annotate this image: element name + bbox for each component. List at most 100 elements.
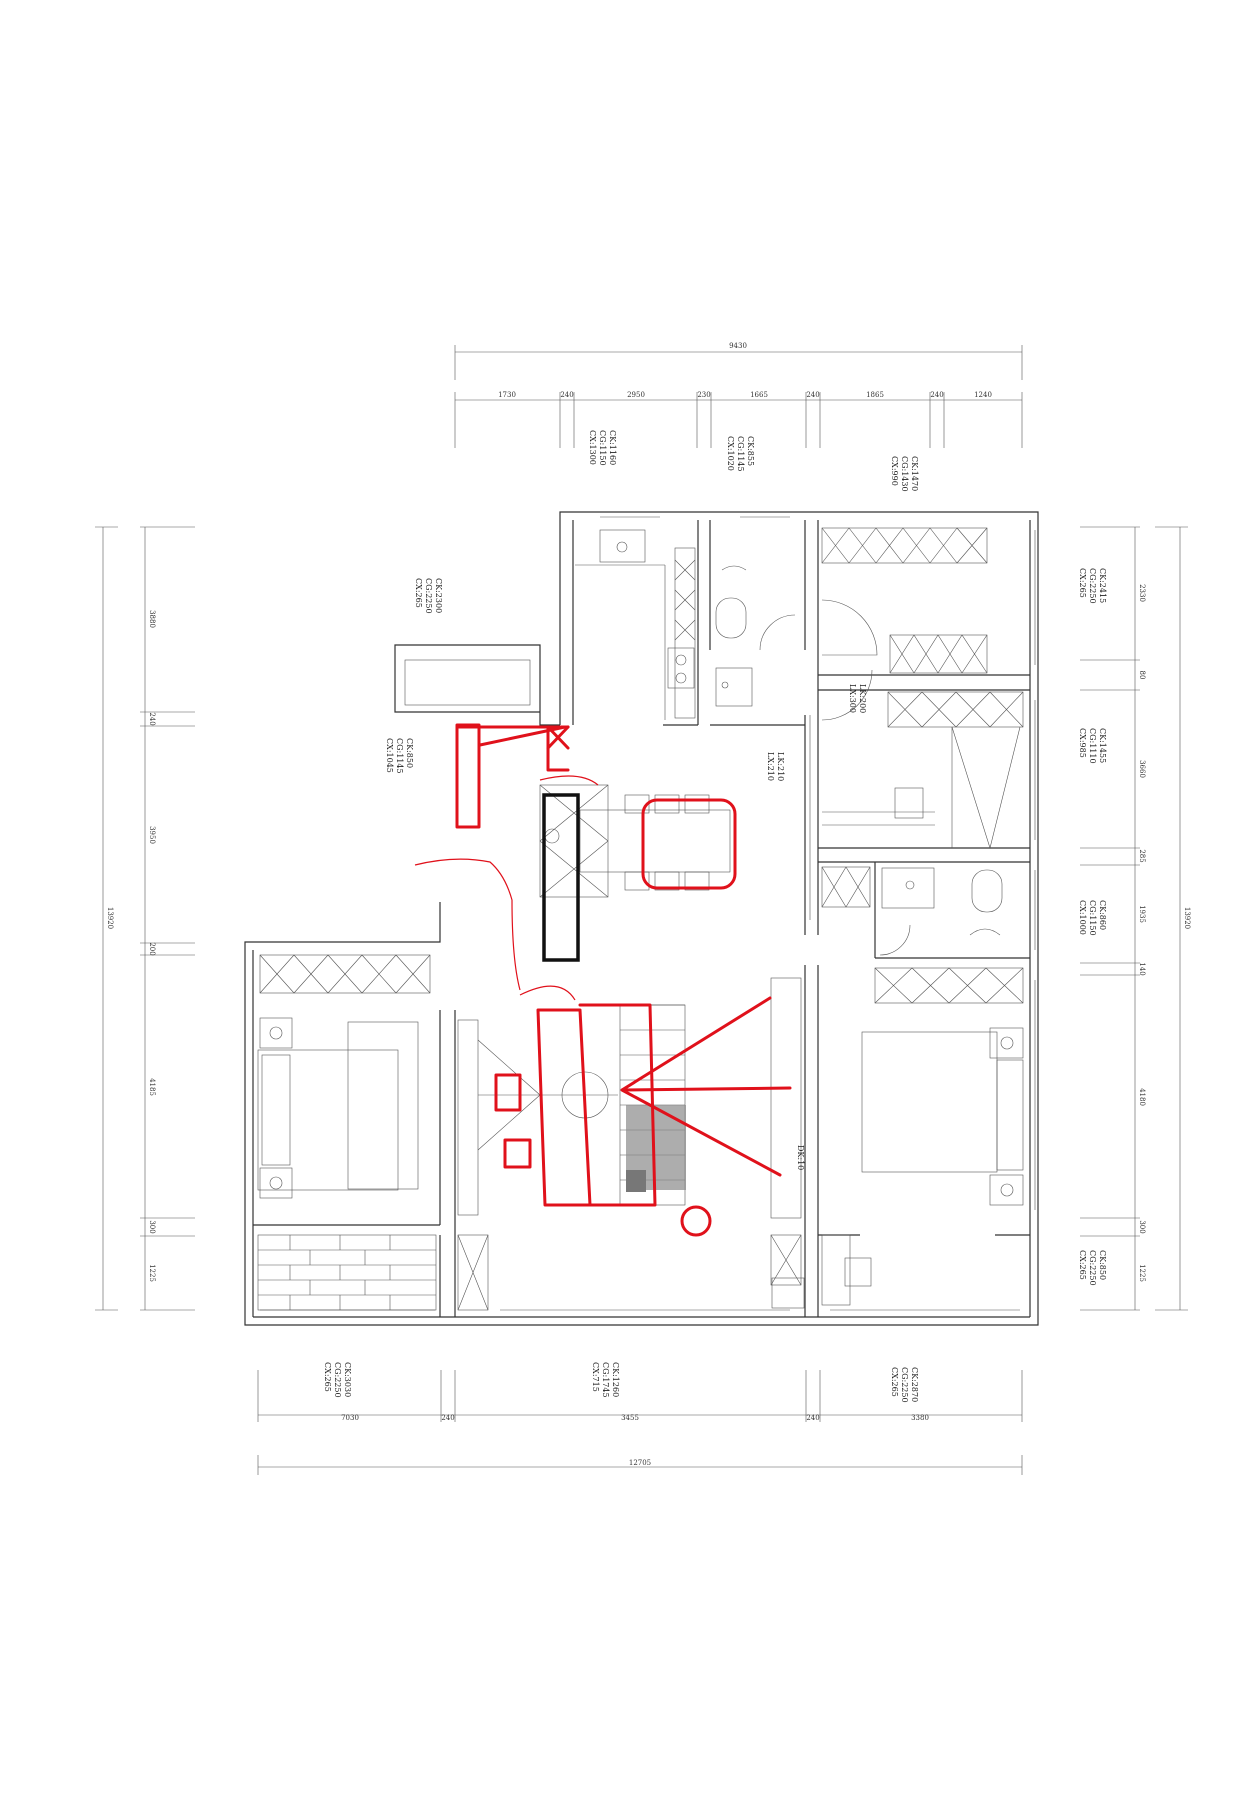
- label-bath-top: CK:855 CG:1145 CX:1020: [726, 436, 755, 472]
- svg-text:CX:990: CX:990: [890, 456, 899, 486]
- right-seg-7: 4180: [1138, 1088, 1146, 1106]
- left-seg-6: 300: [148, 1220, 156, 1233]
- right-seg-9: 1225: [1138, 1264, 1146, 1282]
- left-seg-7: 1225: [148, 1264, 156, 1282]
- svg-text:CG:2250: CG:2250: [424, 578, 433, 614]
- svg-text:CX:985: CX:985: [1078, 728, 1087, 758]
- svg-text:CX:265: CX:265: [1078, 568, 1087, 598]
- svg-text:CK:2415: CK:2415: [1098, 568, 1107, 603]
- svg-text:LX:300: LX:300: [848, 684, 857, 713]
- label-balcony-left: CK:2300 CG:2250 CX:265: [414, 578, 443, 614]
- svg-text:CX:265: CX:265: [323, 1362, 332, 1392]
- svg-text:CG:2250: CG:2250: [333, 1362, 342, 1398]
- svg-text:CG:1150: CG:1150: [1088, 900, 1097, 936]
- svg-text:CG:1145: CG:1145: [395, 738, 404, 774]
- bottom-seg-5: 3380: [911, 1414, 929, 1422]
- top-dimension-total: 9430: [454, 342, 1023, 380]
- right-seg-4: 285: [1138, 849, 1146, 862]
- dining-area: [404, 659, 811, 920]
- markup-chair-2: [503, 1138, 532, 1169]
- svg-text:CG:2250: CG:2250: [1088, 1250, 1097, 1286]
- svg-text:CG:2250: CG:2250: [1088, 568, 1097, 604]
- bottom-dimension-chain: 7030 240 3455 240 3380: [257, 1370, 1023, 1422]
- bedroom-left: [257, 954, 437, 1311]
- bottom-dimension-total: 12705: [257, 1455, 1023, 1475]
- living-room: DK:10: [457, 977, 805, 1311]
- top-dimension-chain: 1730 240 2950 230 1665 240 1865 240 1240: [454, 391, 1023, 448]
- label-bedroom-top: CK:1470 CG:1430 CX:990: [890, 456, 919, 492]
- svg-text:LK:210: LK:210: [776, 752, 785, 781]
- svg-text:CK:850: CK:850: [405, 738, 414, 768]
- wardrobe-top: [821, 527, 988, 721]
- bathroom-right: [821, 866, 1003, 956]
- svg-text:CX:1300: CX:1300: [588, 430, 597, 465]
- markup-counter-lines: [455, 725, 570, 772]
- right-mid-room: [822, 691, 1024, 850]
- right-seg-3: 3660: [1138, 760, 1146, 778]
- top-seg-9: 1240: [974, 391, 992, 399]
- svg-text:CK:1470: CK:1470: [910, 456, 919, 491]
- walls: [244, 511, 1039, 1326]
- left-seg-3: 3950: [148, 826, 156, 844]
- svg-text:CG:1145: CG:1145: [736, 436, 745, 472]
- right-total-label: 13920: [1183, 907, 1191, 929]
- markup-scribble-2: [539, 775, 599, 786]
- top-seg-5: 1665: [750, 391, 768, 399]
- label-right-top: CK:2415 CG:2250 CX:265: [1078, 568, 1107, 604]
- svg-text:CK:1160: CK:1160: [608, 430, 617, 465]
- svg-text:CG:1430: CG:1430: [900, 456, 909, 492]
- left-seg-4: 200: [148, 942, 156, 955]
- svg-text:CX:265: CX:265: [1078, 1250, 1087, 1280]
- bottom-seg-1: 7030: [341, 1414, 359, 1422]
- right-dimension-total: 13920: [1155, 526, 1191, 1311]
- label-kitchen-top: CK:1160 CG:1150 CX:1300: [588, 430, 617, 466]
- tv-wall-label: DK:10: [796, 1145, 805, 1170]
- svg-text:CK:1260: CK:1260: [611, 1362, 620, 1397]
- top-seg-7: 1865: [866, 391, 884, 399]
- bottom-seg-3: 3455: [621, 1414, 639, 1422]
- markup-chair-1: [494, 1073, 522, 1112]
- svg-text:CK:855: CK:855: [746, 436, 755, 466]
- markup-circle: [680, 1205, 712, 1237]
- bedroom-right: [821, 967, 1024, 1306]
- top-seg-3: 2950: [627, 391, 645, 399]
- label-hall-door: LK:210 LX:210: [766, 752, 785, 781]
- markup-arrow: [620, 996, 792, 1177]
- top-seg-2: 240: [560, 391, 573, 399]
- svg-text:CX:1000: CX:1000: [1078, 900, 1087, 935]
- svg-text:CG:1110: CG:1110: [1088, 728, 1097, 764]
- bottom-total-label: 12705: [629, 1459, 651, 1467]
- label-bedroom-door: LK:200 LX:300: [848, 684, 867, 713]
- svg-text:CX:265: CX:265: [414, 578, 423, 608]
- right-seg-8: 300: [1138, 1220, 1146, 1233]
- label-right-bath: CK:860 CG:1150 CX:1000: [1078, 900, 1107, 936]
- right-dimension-chain: 2330 80 3660 285 1935 140 4180 300 1225: [1080, 526, 1146, 1311]
- markup-cross: [546, 725, 570, 750]
- label-right-mid: CK:1455 CG:1110 CX:985: [1078, 728, 1107, 764]
- svg-text:LK:200: LK:200: [858, 684, 867, 713]
- markup-annotations: [414, 723, 792, 1237]
- svg-text:CK:3030: CK:3030: [343, 1362, 352, 1397]
- markup-coffee-table: [536, 1008, 592, 1207]
- svg-text:CK:2870: CK:2870: [910, 1367, 919, 1402]
- bottom-seg-4: 240: [806, 1414, 819, 1422]
- label-bottom-mid: CK:1260 CG:1745 CX:715: [591, 1362, 620, 1398]
- label-bottom-left: CK:3030 CG:2250 CX:265: [323, 1362, 352, 1398]
- kitchen: [575, 529, 696, 720]
- left-seg-5: 4185: [148, 1078, 156, 1096]
- svg-text:LX:210: LX:210: [766, 752, 775, 781]
- label-bottom-right: CK:2870 CG:2250 CX:265: [890, 1367, 919, 1403]
- right-seg-5: 1935: [1138, 905, 1146, 923]
- svg-text:CX:265: CX:265: [890, 1367, 899, 1397]
- svg-text:CX:1045: CX:1045: [385, 738, 394, 773]
- left-dimension-chain: 3880 240 3950 200 4185 300 1225: [140, 526, 195, 1311]
- left-seg-1: 3880: [148, 610, 156, 628]
- top-seg-8: 240: [930, 391, 943, 399]
- svg-text:CG:1745: CG:1745: [601, 1362, 610, 1398]
- top-seg-1: 1730: [498, 391, 516, 399]
- left-total-label: 13920: [106, 907, 114, 929]
- svg-text:CK:850: CK:850: [1098, 1250, 1107, 1280]
- svg-text:CK:1455: CK:1455: [1098, 728, 1107, 763]
- svg-text:CG:2250: CG:2250: [900, 1367, 909, 1403]
